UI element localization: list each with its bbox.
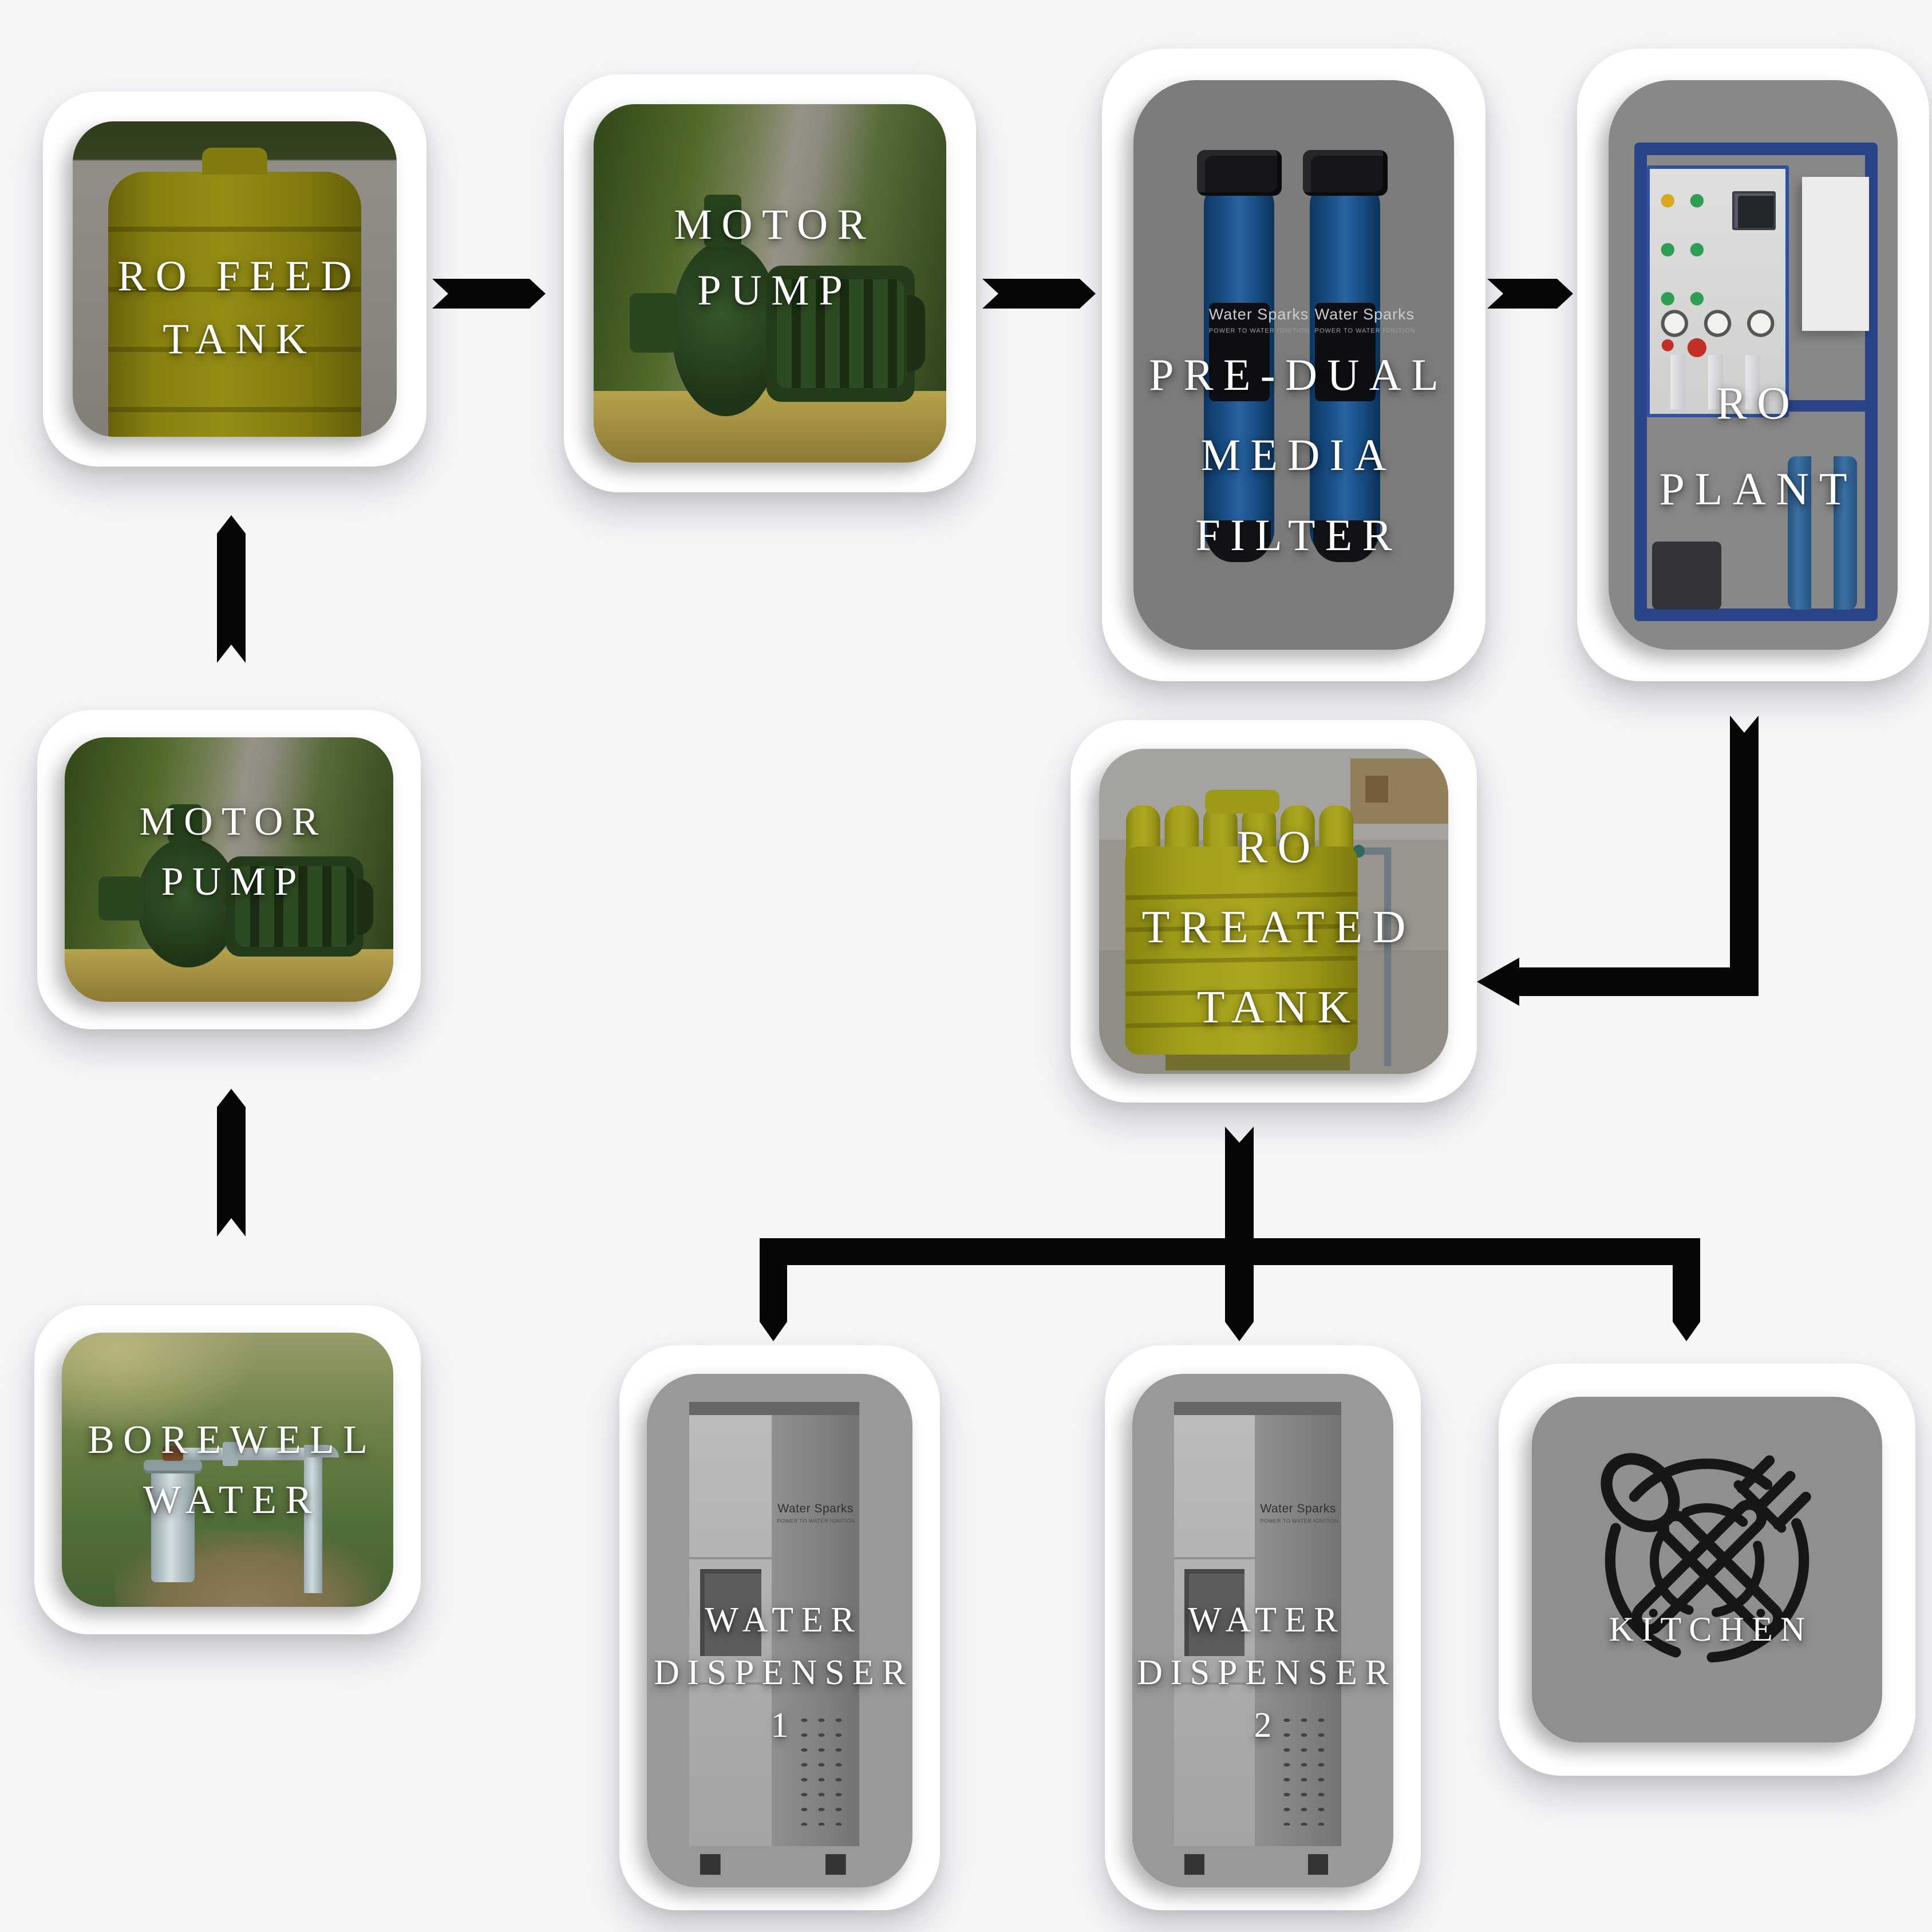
pump-motor-illustration	[226, 856, 374, 957]
kitchen-icon	[1601, 1453, 1811, 1663]
node-pre-dual-media-filter: Water Sparks POWER TO WATER IGNITION Wat…	[1102, 49, 1485, 681]
photo-dark-overlay	[647, 1374, 912, 1887]
node-ro-treated-tank: RO TREATED TANK	[1070, 720, 1477, 1103]
borewell-photo	[62, 1333, 393, 1607]
pump-motor-illustration	[766, 265, 925, 402]
ro-plant-photo	[1609, 80, 1898, 650]
dispenser-tap-niche	[700, 1568, 761, 1657]
water-dispenser-photo: Water Sparks POWER TO WATER IGNITION	[1132, 1374, 1393, 1887]
pre-dual-filter-photo: Water Sparks POWER TO WATER IGNITION Wat…	[1133, 80, 1454, 650]
photo-dark-overlay	[1133, 80, 1454, 650]
flow-meter-tubes	[1657, 355, 1777, 409]
dispenser-vents	[1278, 1713, 1328, 1826]
filter-vessel-illustration: Water Sparks POWER TO WATER IGNITION	[1302, 150, 1415, 563]
water-dispenser-photo: Water Sparks POWER TO WATER IGNITION	[647, 1374, 912, 1887]
arrow-borewell-water-to-motor-pump	[217, 1089, 246, 1236]
control-panel-illustration	[1646, 165, 1789, 418]
node-borewell-water: BOREWELL WATER	[34, 1305, 421, 1634]
arrow-ro-treated-tank-to-water-dispenser-2	[1225, 1127, 1254, 1341]
arrow-distribution-to-kitchen	[1673, 1265, 1700, 1341]
building-illustration	[1350, 758, 1448, 824]
arrow-ro-plant-to-ro-treated-tank-vertical	[1730, 716, 1759, 982]
photo-dark-overlay	[1132, 1374, 1393, 1887]
dispenser-feet	[700, 1854, 846, 1875]
arrow-head-left	[1477, 958, 1519, 1006]
node-ro-plant: RO PLANT	[1577, 49, 1929, 681]
distribution-bar	[760, 1238, 1700, 1265]
arrow-ro-plant-to-ro-treated-tank-horizontal	[1517, 967, 1759, 996]
dispenser-vents	[795, 1713, 846, 1826]
borewell-pipe-illustration	[303, 1445, 340, 1594]
brand-name: Water Sparks	[777, 1502, 854, 1516]
photo-dark-overlay	[73, 121, 397, 437]
node-kitchen: KITCHEN	[1499, 1364, 1915, 1776]
dispenser-feet	[1184, 1854, 1328, 1875]
pump-volute-illustration	[98, 804, 239, 967]
plant-pump-block	[1652, 541, 1721, 610]
borewell-casing-illustration	[143, 1446, 203, 1582]
arrow-ro-feed-tank-to-motor-pump	[432, 279, 546, 309]
node-ro-feed-tank: RO FEED TANK	[43, 92, 426, 467]
arrow-motor-pump-to-ro-feed-tank	[217, 515, 246, 663]
treated-tank-illustration	[1125, 789, 1392, 1071]
kitchen-tile	[1532, 1397, 1882, 1743]
node-motor-pump-left: MOTOR PUMP	[37, 710, 421, 1029]
borewell-pipe-illustration	[181, 1441, 321, 1466]
dispenser-tap-niche	[1184, 1568, 1245, 1657]
brand-plate: Water Sparks POWER TO WATER IGNITION	[1260, 1502, 1339, 1524]
motor-pump-photo	[594, 104, 946, 463]
photo-dark-overlay	[62, 1333, 393, 1607]
ro-feed-tank-photo	[73, 121, 397, 437]
node-water-dispenser-2: Water Sparks POWER TO WATER IGNITION WAT…	[1105, 1345, 1421, 1910]
brand-tagline: POWER TO WATER IGNITION	[1260, 1518, 1339, 1524]
pressure-gauges	[1657, 296, 1777, 350]
photo-dark-overlay	[1099, 749, 1448, 1074]
panel-display	[1732, 191, 1776, 231]
motor-pump-photo	[65, 737, 393, 1002]
arrow-distribution-to-water-dispenser-1	[760, 1265, 787, 1341]
plant-frame-illustration	[1634, 143, 1878, 622]
node-water-dispenser-1: Water Sparks POWER TO WATER IGNITION WAT…	[619, 1345, 940, 1910]
membrane-housing-box	[1802, 177, 1869, 331]
ro-treated-tank-photo	[1099, 749, 1448, 1074]
arrow-motor-pump-to-pre-dual-filter	[982, 279, 1096, 309]
node-motor-pump-top: MOTOR PUMP	[564, 74, 976, 492]
brand-plate: Water Sparks POWER TO WATER IGNITION	[777, 1502, 856, 1524]
pump-volute-illustration	[629, 195, 781, 416]
brand-name: Water Sparks	[1260, 1502, 1336, 1516]
brand-tagline: POWER TO WATER IGNITION	[777, 1518, 856, 1524]
yellow-tank-illustration	[108, 147, 361, 437]
arrow-pre-dual-filter-to-ro-plant	[1487, 279, 1573, 309]
filter-cartridges	[1788, 456, 1858, 610]
